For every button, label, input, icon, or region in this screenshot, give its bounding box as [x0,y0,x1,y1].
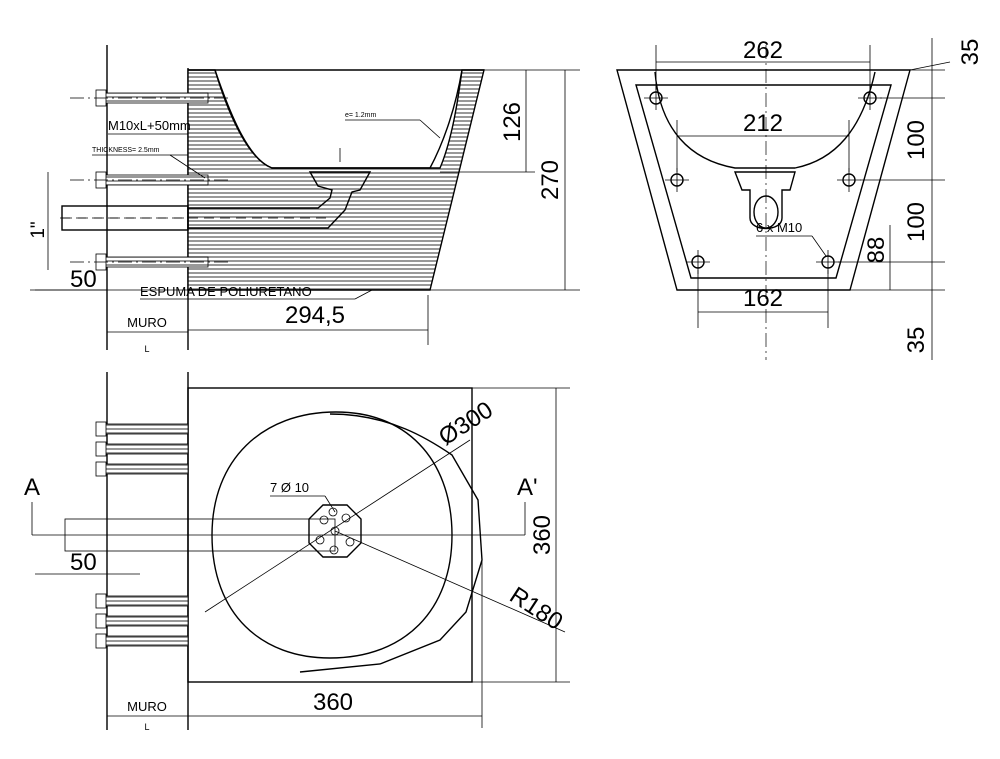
dim-360-v: 360 [529,515,556,555]
dim-35-bottom: 35 [903,327,930,354]
wall-label: MURO [127,315,167,330]
dim-294: 294,5 [285,302,345,329]
diameter-line [204,439,471,613]
dim-212: 212 [743,110,783,137]
dim-35-leader [909,61,951,71]
foam-label: ESPUMA DE POLIURETANO [140,284,312,299]
holes-label: 6 x M10 [756,220,802,235]
side-view: M10xL+50mm THICKNESS= 2.5mm e= 1.2mm ESP… [28,45,580,354]
plan-basin [211,411,453,659]
drain-hole-1 [319,515,329,525]
plan-length-label: L [144,722,149,732]
drain-label: 7 Ø 10 [270,480,309,495]
dim-50: 50 [70,266,97,293]
shell-leader [419,119,441,139]
plan-bolt-4 [95,593,189,609]
bolt-2 [70,171,230,189]
plan-dim-50: 50 [70,549,97,576]
dim-262: 262 [743,37,783,64]
radius-line [334,530,566,633]
shell-label: e= 1.2mm [345,112,376,119]
plan-wall-label: MURO [127,699,167,714]
thickness-label: THICKNESS= 2.5mm [92,147,160,154]
plan-view: A A' 7 Ø 10 Ø300 R180 50 360 [24,372,570,732]
drain-hole-center [330,526,340,536]
front-inner-outline [635,84,892,279]
plan-bolt-6 [95,633,189,649]
dim-360-h: 360 [313,689,353,716]
plan-bolt-1 [95,421,189,437]
foam-leader [354,289,373,300]
pipe-size-label: 1" [28,221,49,238]
dim-162: 162 [743,285,783,312]
section-a-prime: A' [517,474,538,501]
section-a: A [24,474,40,501]
length-label: L [144,344,149,354]
dim-100-b: 100 [903,202,930,242]
drain-hole-6 [328,507,338,517]
bowl-inner [214,69,463,169]
foam-body [187,69,485,291]
front-bowl [654,71,876,169]
dim-270: 270 [537,160,564,200]
dim-126: 126 [499,102,526,142]
dim-88: 88 [863,237,890,264]
bolt-3 [70,253,230,271]
plan-bolt-5 [95,613,189,629]
radius-label: R180 [505,582,568,636]
bolt-label: M10xL+50mm [108,118,191,133]
drain-octagon [308,504,362,558]
dim-35-top: 35 [957,39,984,66]
drain-leader [324,495,336,513]
drain-hole-5 [329,545,339,555]
plan-bolt-3 [95,461,189,477]
bolt-1 [70,89,230,107]
plan-bolt-2 [95,441,189,457]
holes-leader [811,235,827,257]
plan-outer-curve [299,413,483,673]
dim-100-a: 100 [903,120,930,160]
front-view: 262 212 162 35 100 100 88 35 6 x M10 [616,37,984,360]
thickness-leader [169,154,206,179]
